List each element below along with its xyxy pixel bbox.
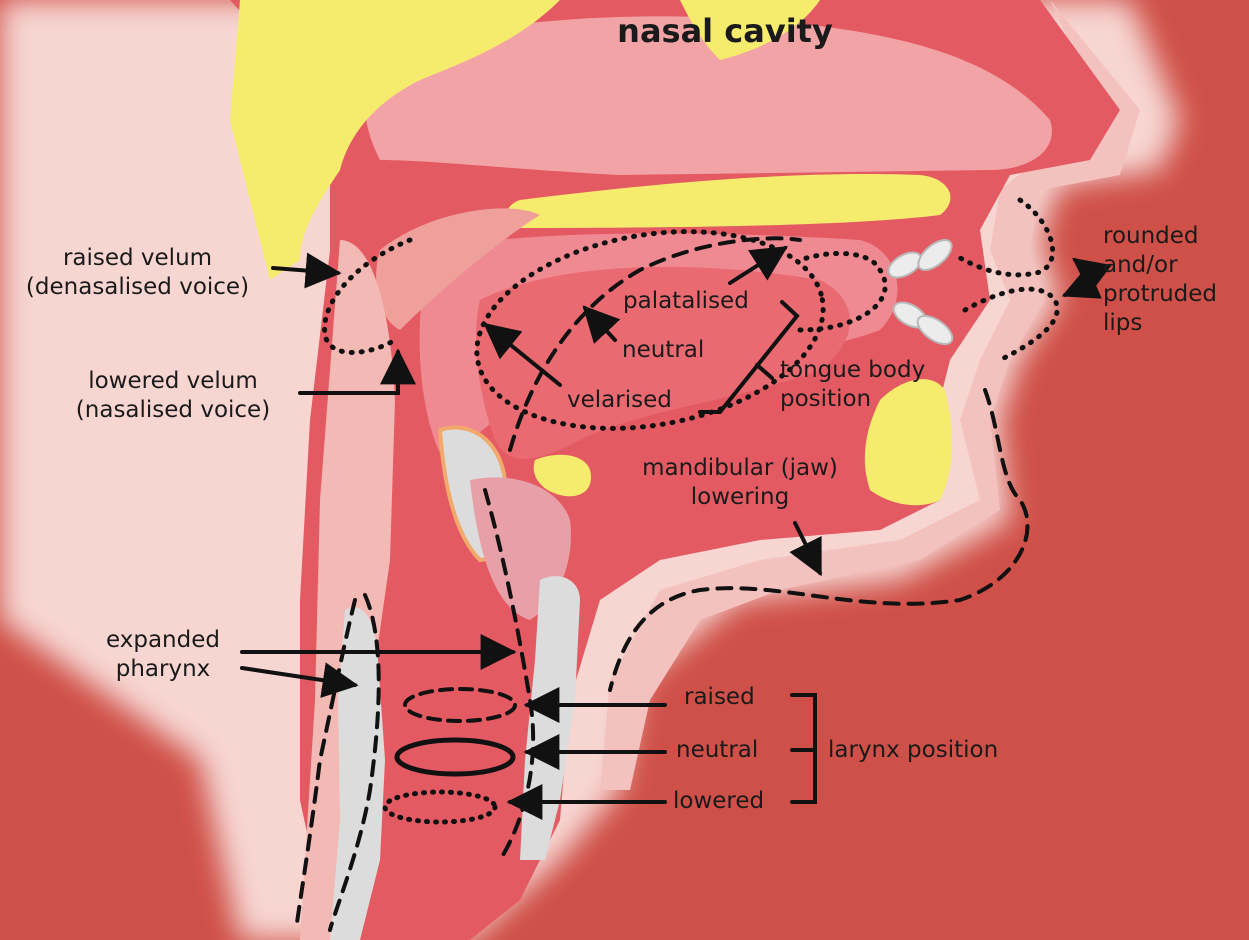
lips-line4: lips <box>1103 309 1217 338</box>
larynx-position-label: larynx position <box>828 736 998 765</box>
tongue-body-line2: position <box>780 385 925 414</box>
lowered-velum-line2: (nasalised voice) <box>48 396 298 425</box>
raised-velum-line2: (denasalised voice) <box>0 273 275 302</box>
lowered-velum-label: lowered velum (nasalised voice) <box>48 367 298 425</box>
lips-line3: protruded <box>1103 280 1217 309</box>
jaw-line1: mandibular (jaw) <box>605 454 875 483</box>
raised-velum-line1: raised velum <box>0 244 275 273</box>
lips-line2: and/or <box>1103 251 1217 280</box>
expanded-pharynx-line2: pharynx <box>88 655 238 684</box>
jaw-lowering-label: mandibular (jaw) lowering <box>605 454 875 512</box>
lips-label: rounded and/or protruded lips <box>1103 222 1217 338</box>
tongue-neutral-label: neutral <box>622 336 704 365</box>
larynx-raised-label: raised <box>684 683 755 712</box>
nasal-cavity-title: nasal cavity <box>560 12 890 50</box>
tongue-body-position-label: tongue body position <box>780 356 925 414</box>
velarised-label: velarised <box>567 386 672 415</box>
tongue-body-line1: tongue body <box>780 356 925 385</box>
lips-line1: rounded <box>1103 222 1217 251</box>
larynx-neutral-label: neutral <box>676 736 758 765</box>
jaw-line2: lowering <box>605 483 875 512</box>
larynx-lowered-label: lowered <box>673 787 764 816</box>
lowered-velum-line1: lowered velum <box>48 367 298 396</box>
palatalised-label: palatalised <box>623 287 749 316</box>
expanded-pharynx-label: expanded pharynx <box>88 626 238 684</box>
expanded-pharynx-line1: expanded <box>88 626 238 655</box>
raised-velum-label: raised velum (denasalised voice) <box>0 244 275 302</box>
